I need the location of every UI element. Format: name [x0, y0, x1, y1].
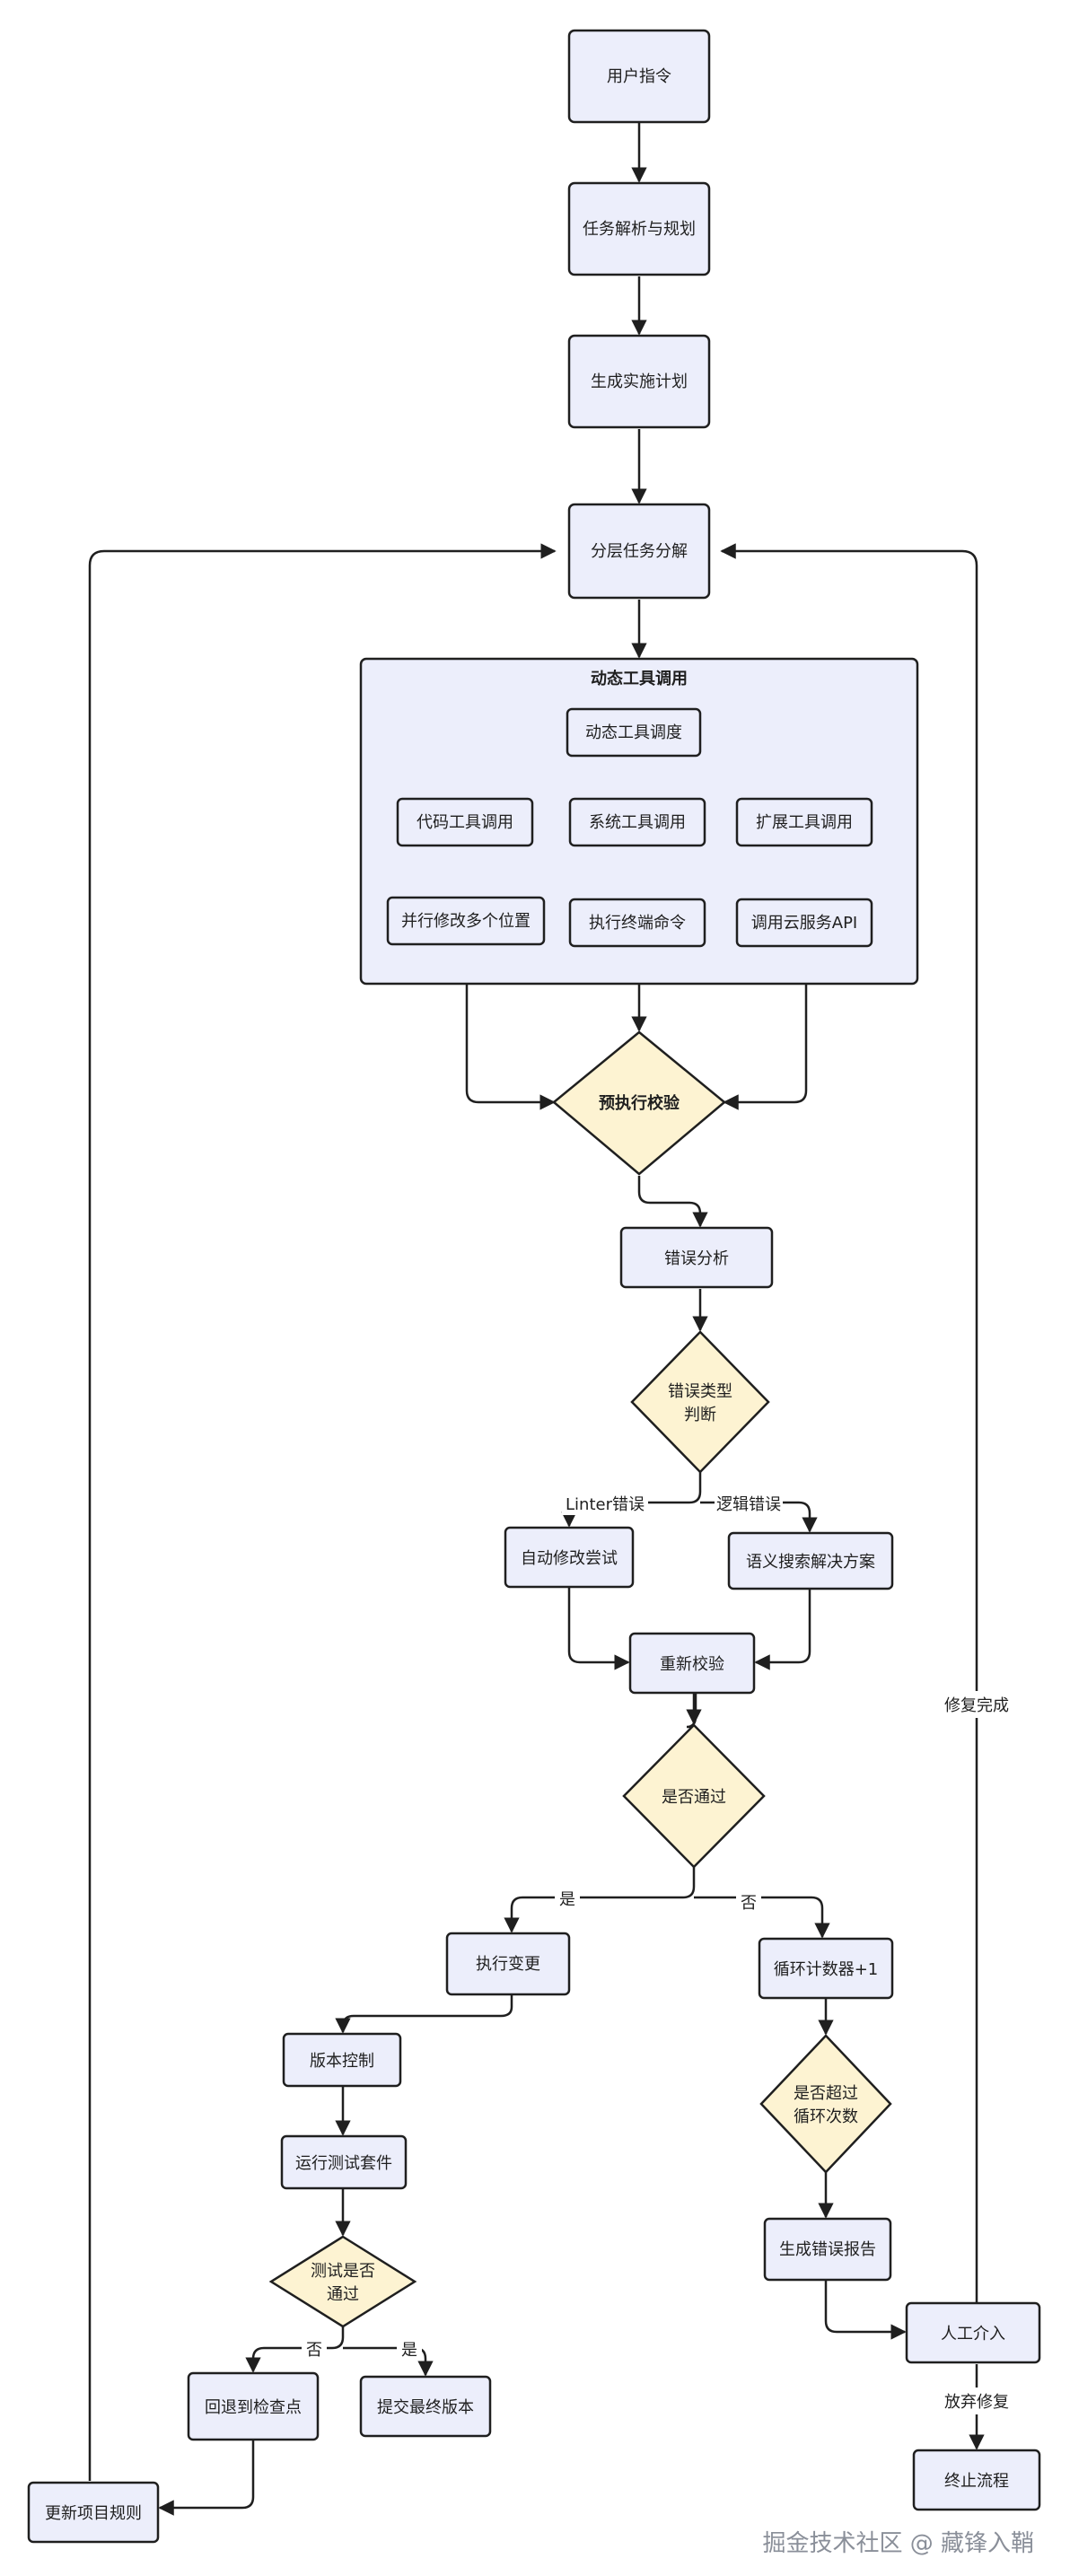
label-pass-yes: 是 — [559, 1890, 575, 1909]
node-sys-tool[interactable]: 系统工具调用 — [568, 797, 706, 847]
edge-report-to-human — [824, 2280, 907, 2340]
svg-text:错误类型: 错误类型 — [668, 1382, 732, 1401]
svg-text:更新项目规则: 更新项目规则 — [45, 2504, 142, 2523]
svg-text:执行变更: 执行变更 — [476, 1955, 540, 1974]
edge-human-to-decompose — [720, 543, 978, 2303]
svg-text:判断: 判断 — [684, 1406, 716, 1424]
label-linter-error: Linter错误 — [566, 1495, 645, 1514]
svg-text:回退到检查点: 回退到检查点 — [205, 2398, 302, 2417]
node-cloud-api[interactable]: 调用云服务API — [735, 898, 873, 948]
svg-text:自动修改尝试: 自动修改尝试 — [521, 1549, 618, 1568]
svg-text:生成错误报告: 生成错误报告 — [779, 2240, 876, 2259]
svg-text:代码工具调用: 代码工具调用 — [417, 813, 513, 832]
node-exceed[interactable]: 是否超过 循环次数 — [759, 2034, 892, 2174]
svg-text:扩展工具调用: 扩展工具调用 — [756, 813, 853, 832]
node-human[interactable]: 人工介入 — [905, 2301, 1041, 2364]
svg-text:任务解析与规划: 任务解析与规划 — [583, 220, 696, 239]
node-loop-counter[interactable]: 循环计数器+1 — [758, 1937, 894, 2000]
edge-rollback-to-rules — [158, 2440, 255, 2516]
svg-text:错误分析: 错误分析 — [664, 1249, 729, 1268]
label-test-yes: 是 — [401, 2341, 417, 2360]
node-is-pass[interactable]: 是否通过 — [622, 1723, 766, 1869]
svg-text:并行修改多个位置: 并行修改多个位置 — [401, 912, 531, 931]
node-parallel-edit[interactable]: 并行修改多个位置 — [386, 896, 546, 946]
edge-pass-yes — [504, 1867, 696, 1933]
edge-search-to-recheck — [754, 1589, 811, 1670]
node-ext-tool[interactable]: 扩展工具调用 — [735, 797, 873, 847]
node-error-type[interactable]: 错误类型 判断 — [630, 1330, 770, 1474]
label-give-up: 放弃修复 — [944, 2393, 1009, 2412]
svg-text:终止流程: 终止流程 — [944, 2472, 1009, 2491]
svg-text:生成实施计划: 生成实施计划 — [591, 372, 688, 391]
svg-text:用户指令: 用户指令 — [607, 67, 671, 86]
svg-text:语义搜索解决方案: 语义搜索解决方案 — [746, 1553, 875, 1572]
edge-pass-no — [694, 1896, 830, 1939]
node-user-command[interactable]: 用户指令 — [567, 29, 711, 124]
svg-text:提交最终版本: 提交最终版本 — [377, 2398, 474, 2417]
edge-parallel-to-precheck — [465, 944, 556, 1110]
svg-text:版本控制: 版本控制 — [310, 2052, 374, 2071]
svg-text:分层任务分解: 分层任务分解 — [591, 542, 688, 561]
label-logic-error: 逻辑错误 — [716, 1495, 781, 1514]
label-test-no: 否 — [306, 2341, 322, 2360]
node-rollback[interactable]: 回退到检查点 — [187, 2371, 320, 2441]
edge-labels: Linter错误 逻辑错误 是 否 否 是 修复完成 放弃修复 — [302, 1490, 1014, 2414]
svg-text:动态工具调度: 动态工具调度 — [585, 723, 682, 742]
label-fix-done: 修复完成 — [944, 1696, 1009, 1715]
svg-text:循环次数: 循环次数 — [794, 2107, 858, 2126]
watermark: 掘金技术社区 @ 藏锋入鞘 — [762, 2530, 1034, 2557]
node-update-rules[interactable]: 更新项目规则 — [27, 2481, 160, 2544]
edge-auto-to-recheck — [567, 1587, 630, 1670]
node-recheck[interactable]: 重新校验 — [628, 1632, 756, 1695]
edge-precheck-to-analysis — [637, 1176, 708, 1228]
node-pre-check[interactable]: 预执行校验 — [552, 1030, 726, 1176]
svg-text:人工介入: 人工介入 — [941, 2325, 1005, 2344]
svg-text:运行测试套件: 运行测试套件 — [295, 2154, 392, 2173]
node-terminate[interactable]: 终止流程 — [912, 2449, 1041, 2511]
svg-text:重新校验: 重新校验 — [660, 1655, 724, 1674]
svg-text:通过: 通过 — [327, 2285, 359, 2304]
group-title: 动态工具调用 — [591, 669, 688, 688]
nodes: 用户指令 任务解析与规划 生成实施计划 分层任务分解 动态工具调度 代码工具调用… — [27, 29, 1041, 2544]
edge-cloud-to-precheck — [723, 944, 808, 1110]
node-version-control[interactable]: 版本控制 — [282, 2032, 402, 2088]
node-exec-change[interactable]: 执行变更 — [445, 1932, 571, 1996]
svg-text:系统工具调用: 系统工具调用 — [589, 813, 686, 832]
node-task-parse[interactable]: 任务解析与规划 — [567, 181, 711, 276]
node-auto-fix[interactable]: 自动修改尝试 — [504, 1526, 635, 1589]
svg-text:循环计数器+1: 循环计数器+1 — [774, 1960, 879, 1979]
node-tool-dispatch[interactable]: 动态工具调度 — [566, 707, 702, 758]
svg-text:是否超过: 是否超过 — [794, 2084, 858, 2103]
edge-type-to-search — [700, 1501, 818, 1533]
node-error-analysis[interactable]: 错误分析 — [619, 1226, 774, 1289]
svg-text:测试是否: 测试是否 — [311, 2262, 375, 2281]
svg-text:预执行校验: 预执行校验 — [599, 1093, 680, 1113]
node-gen-report[interactable]: 生成错误报告 — [763, 2217, 892, 2282]
node-exec-terminal[interactable]: 执行终端命令 — [568, 898, 706, 948]
edge-testpass-no — [245, 2326, 345, 2373]
node-run-tests[interactable]: 运行测试套件 — [280, 2134, 408, 2190]
node-test-pass[interactable]: 测试是否 通过 — [268, 2235, 417, 2328]
node-submit-final[interactable]: 提交最终版本 — [359, 2375, 492, 2438]
node-layered-decompose[interactable]: 分层任务分解 — [567, 503, 711, 600]
svg-text:调用云服务API: 调用云服务API — [751, 914, 857, 933]
svg-text:执行终端命令: 执行终端命令 — [589, 914, 686, 933]
node-semantic-search[interactable]: 语义搜索解决方案 — [727, 1531, 894, 1590]
svg-text:是否通过: 是否通过 — [662, 1788, 726, 1807]
edge-change-to-version — [335, 1994, 513, 2034]
node-gen-plan[interactable]: 生成实施计划 — [567, 334, 711, 429]
node-code-tool[interactable]: 代码工具调用 — [396, 797, 534, 847]
label-pass-no: 否 — [741, 1894, 757, 1913]
edge-rules-to-decompose — [88, 543, 557, 2481]
